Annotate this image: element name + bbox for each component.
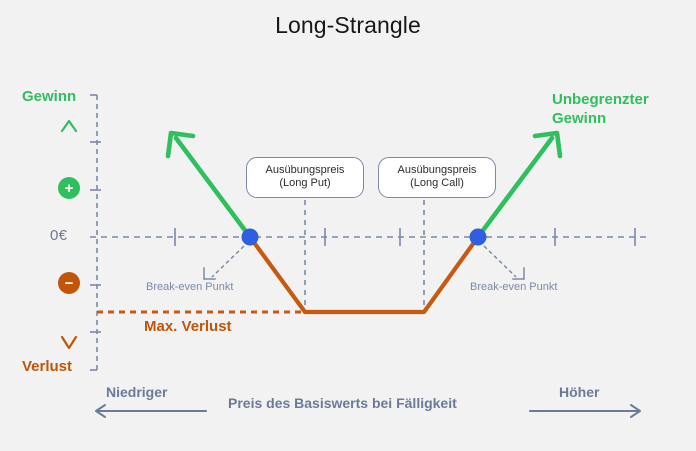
payoff-line-profit-left xyxy=(173,135,253,240)
plus-badge-icon: + xyxy=(58,177,80,199)
loss-direction-arrow xyxy=(60,296,78,350)
strike-callout-call-line2: (Long Call) xyxy=(410,177,464,189)
y-axis-profit-label: Gewinn xyxy=(22,88,77,105)
x-axis-lower-label: Niedriger xyxy=(106,384,168,400)
breakeven-left-leader xyxy=(203,245,245,280)
strike-callout-put-line2: (Long Put) xyxy=(279,177,331,189)
page-title: Long-Strangle xyxy=(275,12,421,38)
zero-axis-ticks xyxy=(174,228,636,246)
x-axis-title: Preis des Basiswerts bei Fälligkeit xyxy=(228,395,457,411)
y-axis-ticks xyxy=(90,141,101,333)
strike-callout-call[interactable]: Ausübungspreis (Long Call) xyxy=(378,157,496,198)
breakeven-left-label: Break-even Punkt xyxy=(146,281,234,293)
payoff-arrowhead-left xyxy=(165,130,196,159)
strike-callout-put-line1: Ausübungspreis xyxy=(265,164,345,176)
x-axis-higher-label: Höher xyxy=(559,384,600,400)
minus-badge-icon: − xyxy=(58,272,80,294)
max-loss-label: Max. Verlust xyxy=(144,318,232,335)
unlimited-profit-label: Unbegrenzter Gewinn xyxy=(552,91,649,127)
breakeven-right-label: Break-even Punkt xyxy=(470,281,558,293)
x-axis-left-arrow xyxy=(95,404,207,418)
zero-axis-label: 0€ xyxy=(50,227,68,244)
payoff-arrowhead-right xyxy=(532,130,563,159)
profit-direction-arrow xyxy=(60,119,78,175)
strike-callout-put[interactable]: Ausübungspreis (Long Put) xyxy=(246,157,364,198)
breakeven-right-leader xyxy=(483,245,525,280)
breakeven-dot-right[interactable] xyxy=(469,228,487,246)
payoff-line-loss xyxy=(247,234,481,315)
breakeven-dot-left[interactable] xyxy=(241,228,259,246)
payoff-line-profit-right xyxy=(475,135,555,240)
y-axis-loss-label: Verlust xyxy=(22,358,73,375)
strike-callout-call-line1: Ausübungspreis xyxy=(397,164,477,176)
x-axis-right-arrow xyxy=(529,404,641,418)
